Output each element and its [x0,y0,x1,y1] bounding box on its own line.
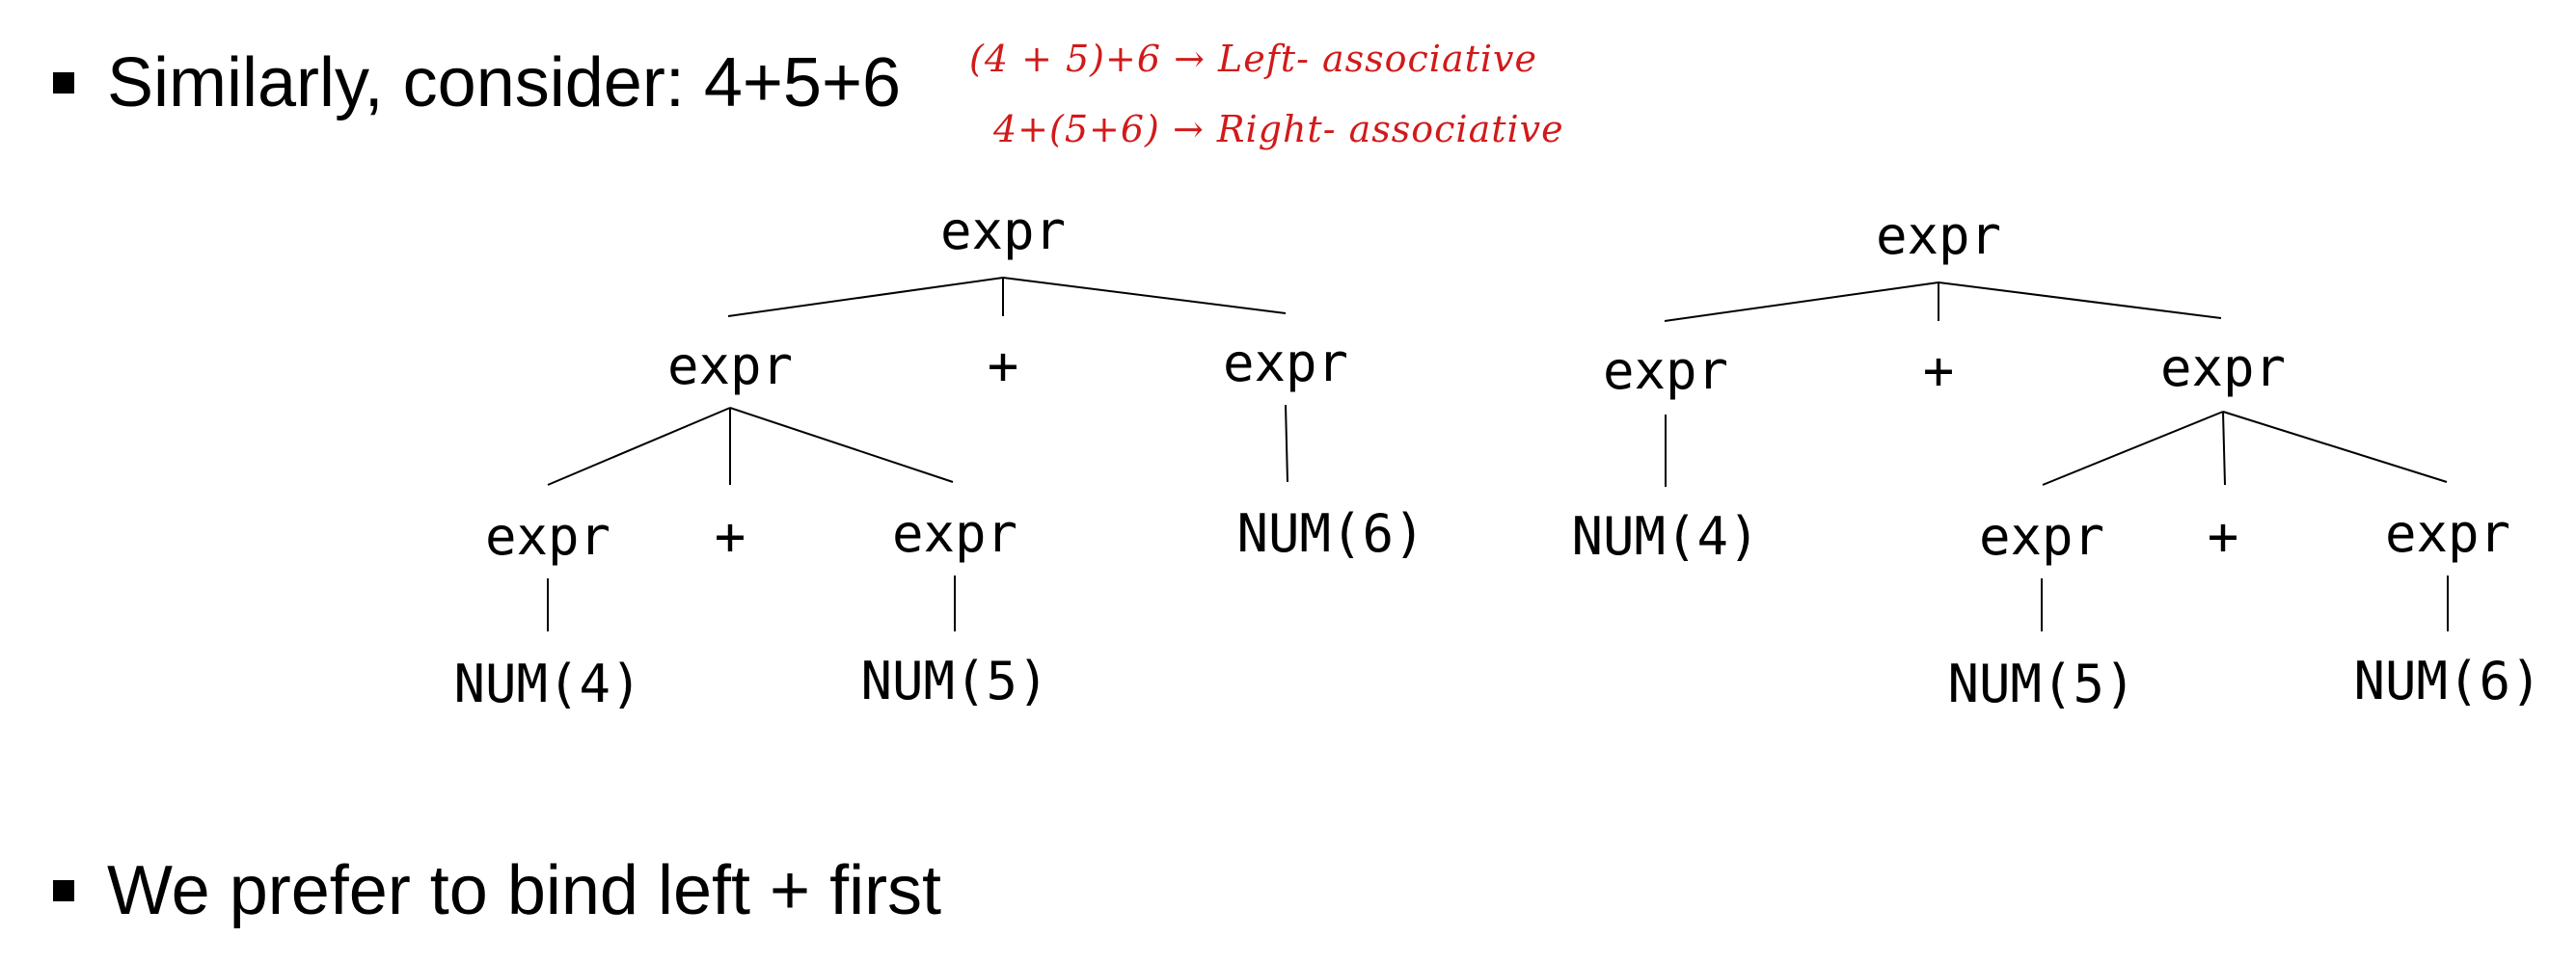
edge [2222,411,2448,483]
tree-node: expr [892,503,1017,564]
tree-node: expr [1979,506,2104,567]
tree-node-num: NUM(5) [1947,654,2135,714]
right-tree-edges [1664,281,2449,631]
bullet-item-consider: Similarly, consider: 4+5+6 [53,48,901,118]
bullet-text: We prefer to bind left + first [107,852,942,929]
tree-node: expr [667,335,793,396]
bullet-item-prefer: We prefer to bind left + first [53,856,941,925]
square-bullet-icon [53,72,74,94]
tree-node-plus: + [2208,506,2239,567]
tree-node-num: NUM(4) [1571,506,1759,567]
edge [729,407,954,483]
tree-node: expr [1603,340,1728,401]
tree-node: expr [2385,503,2510,564]
square-bullet-icon [53,880,74,901]
tree-node: expr [2160,337,2286,398]
edge [2222,411,2226,486]
edge [1664,281,1939,322]
annotation-left-associative: (4 + 5)+6 → Left- associative [969,38,1537,80]
tree-node-plus: + [988,335,1019,396]
left-tree-edges [547,277,1288,631]
edge [547,407,731,486]
tree-node-num: NUM(6) [1236,503,1424,564]
tree-node-num: NUM(6) [2353,651,2541,711]
edge [1938,281,2222,319]
bullet-text: Similarly, consider: 4+5+6 [107,44,902,121]
tree-node-plus: + [1923,340,1955,401]
edge [1285,404,1288,483]
tree-node-num: NUM(4) [453,654,641,714]
tree-node-plus: + [715,506,746,567]
tree-node: expr [1223,333,1348,393]
tree-node-root: expr [1876,205,2001,266]
edge [727,277,1004,317]
tree-node: expr [485,506,610,567]
edge [1002,277,1287,314]
tree-node-root: expr [940,201,1066,261]
annotation-right-associative: 4+(5+6) → Right- associative [993,108,1564,150]
tree-node-num: NUM(5) [860,651,1048,711]
right-tree: expr expr + expr NUM(4) expr + expr NUM(… [1571,205,2541,714]
left-tree: expr expr + expr expr + expr NUM(6) NUM(… [453,201,1424,714]
edge [2042,411,2224,486]
